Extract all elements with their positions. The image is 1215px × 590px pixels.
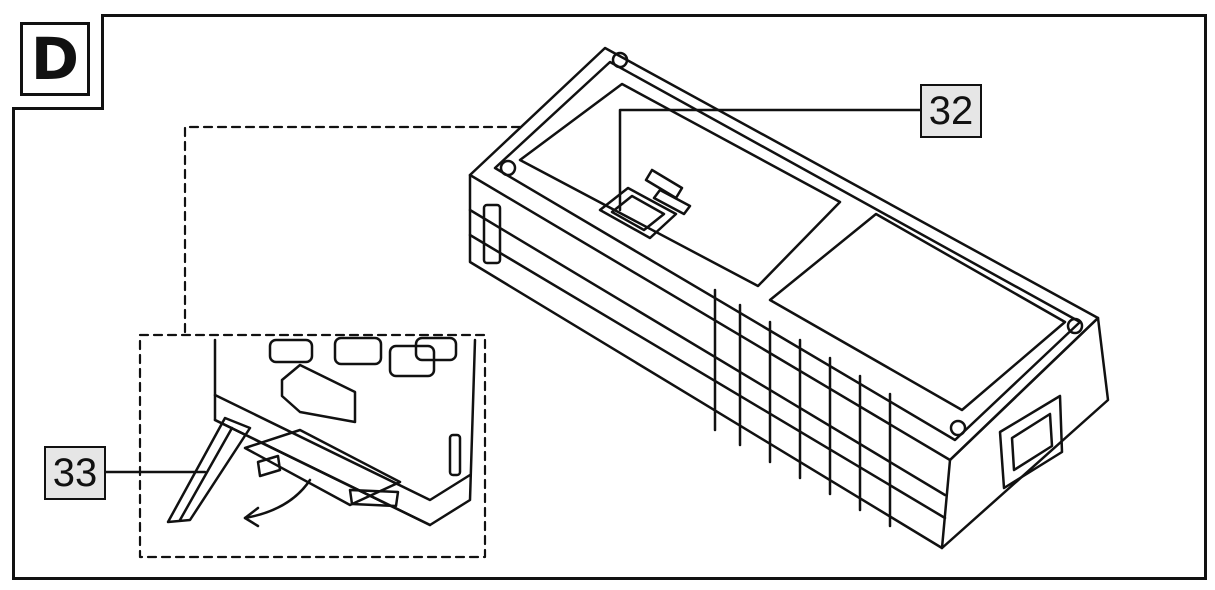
laser-window	[998, 394, 1064, 490]
detail-connector	[183, 125, 522, 334]
panel-label-box: D	[20, 22, 90, 96]
detail-key	[268, 338, 314, 364]
side-button	[482, 203, 502, 265]
detail-key	[333, 336, 383, 366]
panel-label: D	[12, 14, 104, 110]
device-end-face	[940, 316, 1110, 550]
detail-latch	[280, 363, 357, 424]
figure-frame	[12, 14, 1207, 580]
detail-key	[414, 336, 458, 362]
screw	[1066, 317, 1084, 335]
device-front-face	[468, 173, 952, 550]
battery-label	[644, 168, 684, 200]
callout-33: 33	[44, 446, 106, 500]
callout-32: 32	[920, 84, 982, 138]
keypad-area	[768, 212, 1067, 412]
screw	[611, 51, 629, 69]
battery-slot	[598, 186, 678, 240]
battery-cover	[166, 416, 252, 524]
detail-inset	[104, 333, 487, 559]
panel-letter: D	[30, 25, 80, 93]
main-device	[468, 46, 1110, 550]
detail-box	[138, 333, 487, 559]
screw	[949, 419, 967, 437]
battery-compartment	[243, 428, 402, 507]
screw	[499, 159, 517, 177]
open-arrow-head	[243, 506, 260, 528]
callout-32-leader	[618, 108, 922, 212]
display-window	[518, 82, 842, 288]
open-arrow	[243, 478, 312, 520]
